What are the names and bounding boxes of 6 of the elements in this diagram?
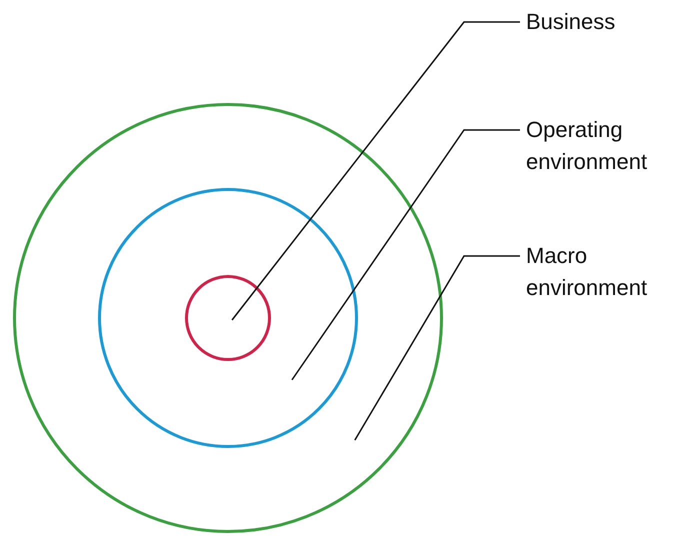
leader-line [231,21,520,320]
leader-line [354,255,520,440]
leader-label: Business [526,6,666,40]
leader-label: Operating environment [526,114,673,180]
leader-line [291,129,520,380]
leader-label: Macro environment [526,240,673,306]
